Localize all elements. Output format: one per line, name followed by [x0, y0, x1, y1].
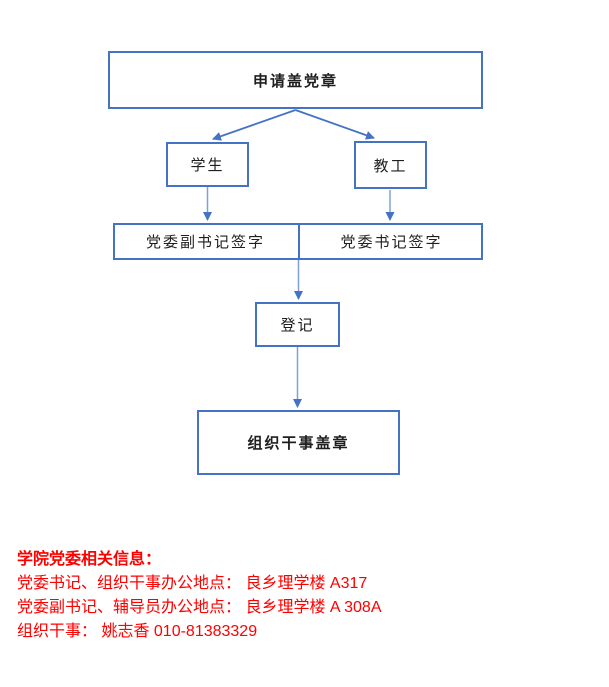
apply-seal-box: 申请盖党章 — [108, 51, 483, 109]
secretary-office-line: 党委书记、组织干事办公地点： 良乡理学楼 A317 — [17, 575, 368, 592]
register-box: 登记 — [255, 302, 340, 347]
deputy-office-line: 党委副书记、辅导员办公地点： 良乡理学楼 A 308A — [17, 599, 382, 616]
signature-row: 党委副书记签字 党委书记签字 — [113, 223, 483, 260]
connector-apply-to-staff — [295, 109, 375, 140]
register-label: 登记 — [280, 318, 315, 334]
clerk-stamp-box: 组织干事盖章 — [197, 410, 400, 475]
student-label: 学生 — [190, 158, 225, 174]
secretary-sign-label: 党委书记签字 — [340, 235, 443, 251]
committee-info-block: 学院党委相关信息： 党委书记、组织干事办公地点： 良乡理学楼 A317 党委副书… — [17, 548, 382, 644]
deputy-secretary-sign-box: 党委副书记签字 — [113, 225, 300, 258]
student-box: 学生 — [166, 142, 249, 187]
deputy-secretary-sign-label: 党委副书记签字 — [145, 235, 265, 251]
clerk-stamp-label: 组织干事盖章 — [247, 436, 350, 452]
connector-apply-to-student — [212, 109, 296, 141]
secretary-sign-box: 党委书记签字 — [300, 225, 483, 258]
apply-seal-label: 申请盖党章 — [252, 73, 338, 90]
staff-box: 教工 — [354, 141, 427, 189]
committee-info-heading: 学院党委相关信息： — [17, 551, 162, 568]
staff-label: 教工 — [373, 158, 408, 175]
clerk-contact-line: 组织干事： 姚志香 010-81383329 — [17, 623, 258, 640]
